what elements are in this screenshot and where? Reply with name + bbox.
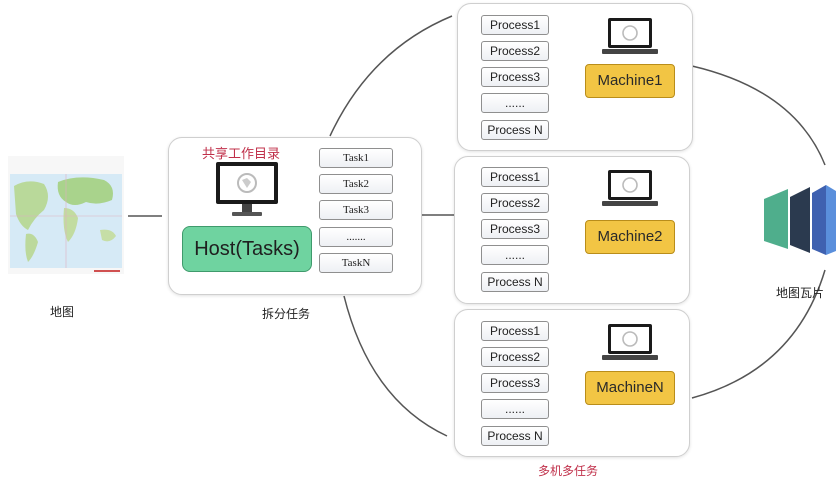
- task-item-2: Task2: [319, 174, 393, 194]
- task-item-ellipsis: .......: [319, 227, 393, 247]
- process-item: Process3: [481, 219, 549, 239]
- process-item: Process1: [481, 15, 549, 35]
- process-item: Process2: [481, 41, 549, 61]
- machine-1-node[interactable]: Machine1: [585, 64, 675, 98]
- machine-2-node[interactable]: Machine2: [585, 220, 675, 254]
- host-tasks-button[interactable]: Host(Tasks): [182, 226, 312, 272]
- process-item: ......: [481, 93, 549, 113]
- process-item: Process N: [481, 120, 549, 140]
- process-item: Process1: [481, 321, 549, 341]
- laptop-icon: [602, 170, 658, 206]
- process-item: Process2: [481, 347, 549, 367]
- process-item: ......: [481, 245, 549, 265]
- process-item: Process3: [481, 373, 549, 393]
- split-tasks-caption: 拆分任务: [262, 307, 311, 321]
- laptop-icon: [602, 324, 658, 360]
- shared-directory-title: 共享工作目录: [202, 147, 281, 162]
- map-tiles-icon: [764, 185, 836, 255]
- world-map-image: [8, 156, 124, 274]
- map-caption: 地图: [50, 305, 75, 319]
- process-item: Process3: [481, 67, 549, 87]
- map-tiles-caption: 地图瓦片: [776, 286, 825, 300]
- process-item: Process N: [481, 272, 549, 292]
- process-item: Process2: [481, 193, 549, 213]
- process-item: ......: [481, 399, 549, 419]
- laptop-icon: [602, 18, 658, 54]
- process-item: Process1: [481, 167, 549, 187]
- host-computer-icon: [216, 162, 278, 216]
- task-item-1: Task1: [319, 148, 393, 168]
- multi-machine-caption: 多机多任务: [538, 464, 599, 478]
- machine-n-node[interactable]: MachineN: [585, 371, 675, 405]
- task-item-3: Task3: [319, 200, 393, 220]
- task-item-n: TaskN: [319, 253, 393, 273]
- process-item: Process N: [481, 426, 549, 446]
